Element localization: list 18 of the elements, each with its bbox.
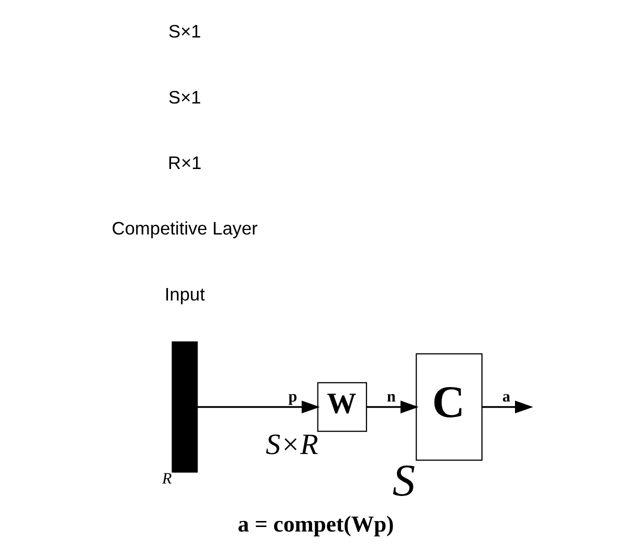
node-bar — [172, 341, 198, 473]
label: S×1 — [168, 87, 202, 108]
arrow — [482, 400, 534, 414]
node-label: S×R — [266, 428, 318, 461]
edge-label: p — [288, 388, 298, 406]
edge-label: a — [502, 388, 510, 406]
node-box: C — [416, 353, 483, 461]
label: R×1 — [168, 153, 202, 174]
arrow — [198, 400, 320, 414]
edge-label: n — [386, 388, 396, 406]
node-box: W — [317, 382, 368, 432]
label: Input — [164, 284, 205, 304]
label: S×1 — [168, 22, 202, 42]
node-label: R — [162, 470, 172, 488]
arrow — [366, 400, 419, 414]
caption: a = compet(Wp) — [238, 512, 394, 537]
node-label: S — [392, 455, 416, 506]
label: Competitive Layer — [112, 218, 258, 239]
